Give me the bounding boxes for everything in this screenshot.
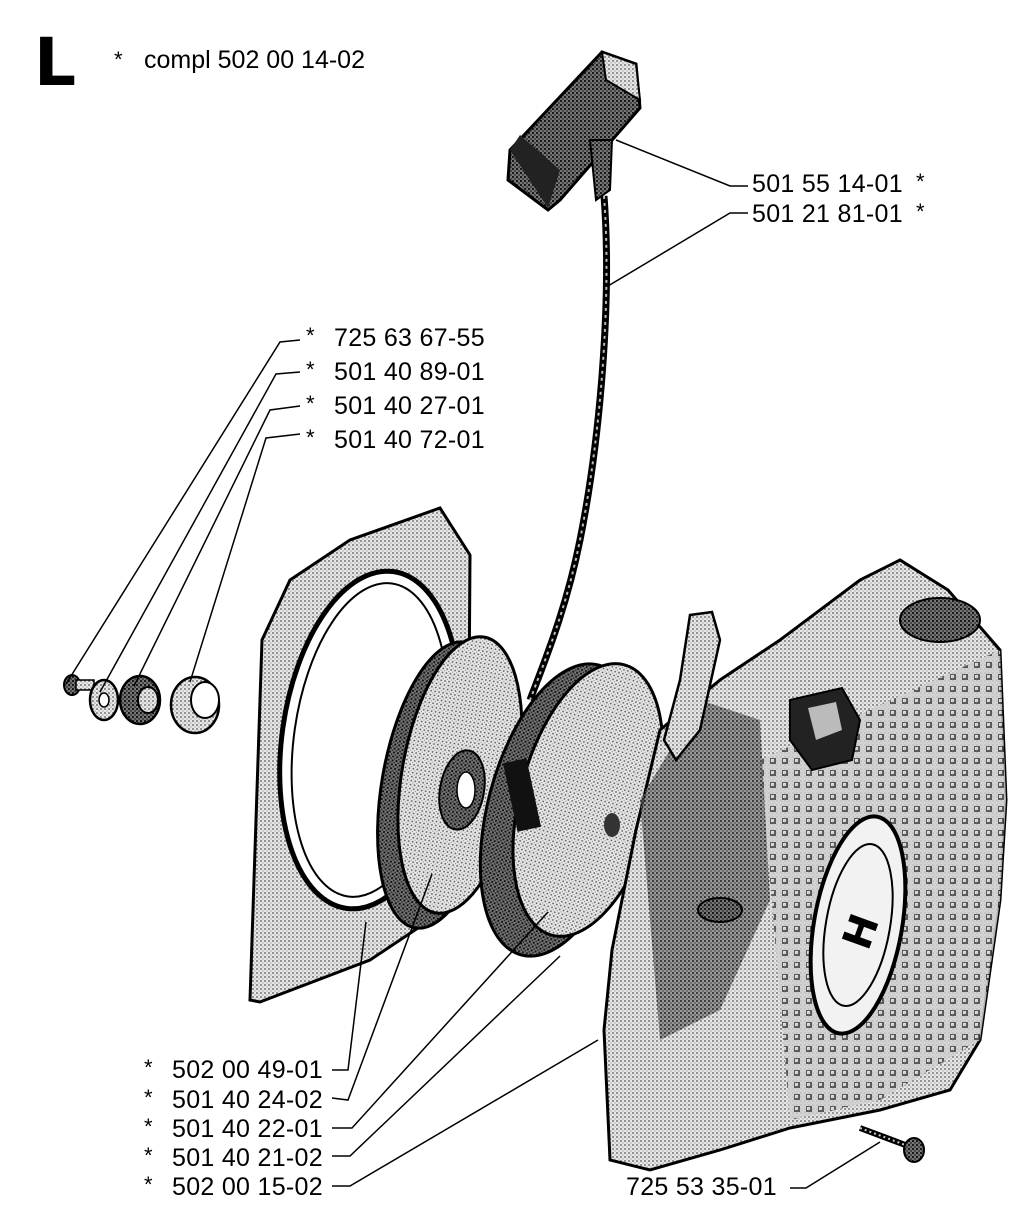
part-star: *	[306, 323, 315, 348]
part-label-501-40-72-01: 501 40 72-01	[334, 426, 485, 454]
compl-star: *	[114, 47, 123, 72]
part-star: *	[916, 169, 925, 194]
section-letter: L	[34, 24, 77, 101]
starter-handle	[506, 50, 642, 212]
part-label-501-40-89-01: 501 40 89-01	[334, 358, 485, 386]
leader-lines	[65, 139, 881, 1189]
part-star: *	[144, 1114, 153, 1139]
part-label-501-40-22-01: 501 40 22-01	[172, 1115, 323, 1143]
part-label-502-00-15-02: 502 00 15-02	[172, 1173, 323, 1201]
part-star: *	[144, 1143, 153, 1168]
part-label-725-53-35-01: 725 53 35-01	[626, 1173, 777, 1201]
housing-screw	[858, 1125, 925, 1163]
part-star: *	[144, 1055, 153, 1080]
part-label-501-40-27-01: 501 40 27-01	[334, 392, 485, 420]
part-star: *	[916, 199, 925, 224]
part-star: *	[144, 1085, 153, 1110]
part-star: *	[306, 357, 315, 382]
part-label-502-00-49-01: 502 00 49-01	[172, 1056, 323, 1084]
starter-housing: H	[602, 558, 1008, 1172]
part-star: *	[144, 1172, 153, 1197]
part-star: *	[306, 391, 315, 416]
part-star: *	[306, 425, 315, 450]
starter-cord	[526, 195, 611, 702]
part-label-501-40-24-02: 501 40 24-02	[172, 1086, 323, 1114]
recoil-spring-cassette	[478, 662, 665, 958]
complete-assembly-number: compl 502 00 14-02	[144, 46, 365, 74]
part-label-501-21-81-01: 501 21 81-01	[752, 200, 903, 228]
part-label-501-55-14-01: 501 55 14-01	[752, 170, 903, 198]
small-hardware	[63, 674, 221, 735]
part-label-725-63-67-55: 725 63 67-55	[334, 324, 485, 352]
part-label-501-40-21-02: 501 40 21-02	[172, 1144, 323, 1172]
